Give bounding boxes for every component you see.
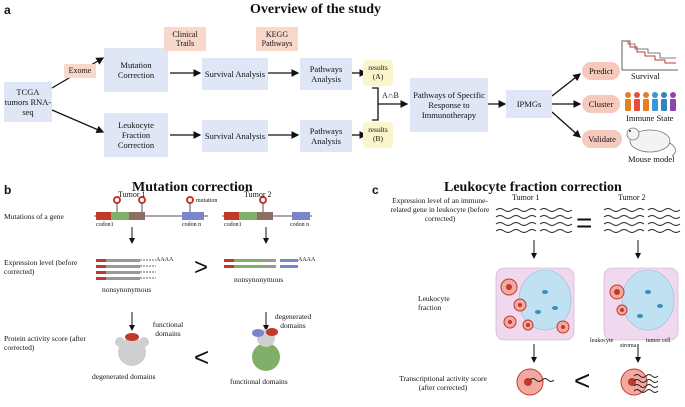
leukocyte-label: leukocyte	[590, 338, 614, 344]
functional-domains-bottom: functional domains	[230, 377, 288, 386]
arrow-ipmgs-predict	[551, 73, 582, 97]
arrow-ipmgs-validate	[551, 111, 581, 138]
leukocyte-cell-tumor2	[620, 368, 659, 396]
panel-a-letter: a	[4, 3, 11, 17]
gene-bar-tumor1	[94, 196, 208, 220]
greater-sign: >	[194, 254, 209, 281]
arrow-tcga-leukocyte	[51, 109, 105, 134]
expression-label: Expression level (before corrected)	[4, 258, 78, 276]
ipmgs-box: IPMGs	[506, 90, 552, 118]
results-b-box: results (B)	[363, 122, 393, 148]
transcripts-tumor2	[224, 259, 298, 268]
tissue-tumor2	[603, 267, 679, 341]
transcriptional-activity-label: Transcriptional activity score (after co…	[399, 374, 487, 392]
mutation-correction-box: Mutation Correction	[104, 48, 168, 92]
protein-tumor1	[115, 333, 149, 366]
stroma-label: stroma	[620, 343, 637, 349]
bracket-intersection	[372, 87, 379, 121]
wavy-transcripts	[495, 208, 681, 233]
survival-top-box: Survival Analysis	[202, 58, 268, 90]
mouse-icon	[626, 127, 676, 157]
pathways-top-box: Pathways Analysis	[300, 58, 352, 90]
transcripts-tumor1	[96, 259, 156, 280]
validate-pill: Validate	[582, 130, 622, 148]
results-a-box: results (A)	[363, 60, 393, 86]
tcga-box: TCGA tumors RNA-seq	[4, 82, 52, 122]
tumor1-label-c: Tumor 1	[512, 193, 540, 202]
less-sign-c: <	[574, 365, 591, 396]
less-sign-b: <	[194, 342, 210, 372]
panel-c-title: Leukocyte fraction correction	[444, 180, 622, 195]
panel-a-title: Overview of the study	[250, 2, 382, 17]
aaaa-tumor1: AAAA	[156, 257, 174, 263]
codon-n-left: codon n	[182, 222, 202, 228]
mutations-label: Mutations of a gene	[4, 212, 64, 221]
tumor2-label-c: Tumor 2	[618, 193, 646, 202]
tumor2-label-b: Tumor 2	[244, 190, 272, 199]
predict-pill: Predict	[582, 62, 620, 80]
cluster-pill: Cluster	[582, 95, 620, 113]
equals-sign: =	[576, 207, 593, 238]
survival-curve-icon	[621, 40, 678, 71]
survival-label: Survival	[631, 71, 660, 81]
mouse-model-label: Mouse model	[628, 154, 675, 164]
nonsynonymous-1: nonsynonymous	[102, 285, 152, 294]
clinical-trails-tag: Clinical Trails	[164, 27, 206, 51]
survival-bottom-box: Survival Analysis	[202, 120, 268, 152]
codon1-right: codon1	[224, 222, 242, 228]
people-icon	[625, 92, 676, 111]
protein-activity-label: Protein activity score (after corrected)	[4, 334, 86, 352]
gene-bar-tumor2	[222, 196, 312, 220]
codon-n-right: codon n	[290, 222, 310, 228]
leukocyte-correction-box: Leukocyte Fraction Correction	[104, 113, 168, 157]
leukocyte-fraction-label: Leukocyte fraction	[418, 294, 450, 312]
exome-tag: Exome	[64, 64, 96, 78]
expression-immune-label: Expression level of an immune-related ge…	[390, 196, 490, 223]
specific-response-box: Pathways of Specific Response to Immunot…	[410, 78, 488, 132]
panel-b-letter: b	[4, 183, 12, 197]
degenerated-domains-bottom: degenerated domains	[92, 372, 156, 381]
kegg-tag: KEGG Pathways	[256, 27, 298, 51]
panel-b-title: Mutation correction	[132, 180, 253, 195]
aaaa-tumor2: AAAA	[298, 257, 316, 263]
leukocyte-cell-tumor1	[516, 368, 555, 396]
pathways-bottom-box: Pathways Analysis	[300, 120, 352, 152]
intersection-label: A∩B	[382, 91, 399, 100]
immune-state-label: Immune State	[626, 113, 674, 123]
codon1-left: codon1	[96, 222, 114, 228]
mutation-label-1: mutation	[196, 198, 218, 204]
tissue-tumor1	[495, 267, 575, 341]
tumor-cell-label: tumor cell	[646, 338, 671, 344]
tumor1-label-b: Tumor 1	[118, 190, 146, 199]
protein-tumor2	[252, 328, 280, 371]
degenerated-domains-top: degenerated domains	[274, 312, 312, 330]
nonsynonymous-2: nonsynonymous	[234, 275, 284, 284]
panel-c-letter: c	[372, 183, 379, 197]
functional-domains-top: functional domains	[152, 320, 184, 338]
